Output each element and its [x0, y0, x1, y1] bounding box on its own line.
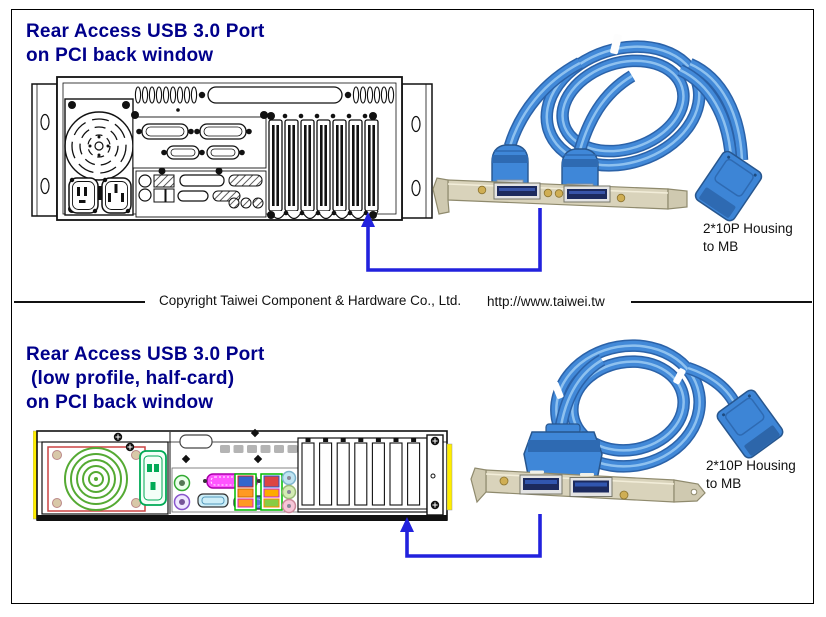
cable-leads: [554, 354, 740, 428]
vga-port: [228, 174, 263, 187]
yellow-rail-right: [446, 443, 453, 511]
bottom-title-line1: Rear Access USB 3.0 Port: [26, 344, 265, 365]
psu: [64, 98, 134, 216]
copyright-text: Copyright Taiwei Component & Hardware Co…: [159, 293, 462, 308]
pci-slot-windows: [297, 437, 428, 513]
bottom-title: Rear Access USB 3.0 Port (low profile, h…: [26, 343, 265, 415]
page-border: [11, 9, 814, 604]
bottom-title-line3: on PCI back window: [26, 392, 214, 413]
chassis-base-strip: [37, 515, 447, 521]
power-inlet-socket: [68, 177, 99, 214]
serial-port: [197, 493, 229, 508]
serial-port: [177, 190, 209, 202]
db25-port: [136, 123, 194, 140]
psu: [41, 441, 169, 515]
divider-line-right: [631, 301, 812, 303]
usb3-lowprofile-bracket-cable-photo: [470, 339, 784, 504]
bottom-cable-label: 2*10P Housing to MB: [706, 457, 796, 493]
top-title-line2: on PCI back window: [26, 45, 214, 66]
bracket-screws: [499, 476, 629, 500]
divider-line-left: [14, 301, 145, 303]
rack-ear-left: [31, 83, 58, 217]
cable-tie: [551, 381, 564, 399]
vent-grid: [220, 445, 325, 453]
audio-jack: [240, 197, 252, 209]
power-inlet: [139, 450, 167, 506]
audio-jack: [228, 197, 240, 209]
db25-port: [194, 123, 252, 140]
ps2-port: [138, 188, 152, 202]
lowprofile-chassis-rear-illustration: [33, 428, 453, 521]
bottom-cable-label-line1: 2*10P Housing: [706, 458, 796, 473]
rackmount-chassis-rear-illustration: [31, 76, 433, 221]
top-pointer-arrow: [361, 208, 542, 272]
cable-coil: [540, 40, 706, 172]
power-outlet-socket: [101, 177, 132, 214]
lan-usb-stack: [260, 473, 283, 511]
io-window-upper: [131, 108, 268, 169]
vent-slots: [134, 86, 395, 104]
top-cable-label-line2: to MB: [703, 239, 739, 254]
cable-tie: [610, 33, 622, 55]
db9-top: [179, 434, 213, 449]
mb-header-connector: [694, 150, 763, 222]
website-url: http://www.taiwei.tw: [487, 294, 605, 309]
voltage-switch: [97, 186, 103, 200]
pci-slot-covers: [267, 112, 379, 220]
lan-usb-stack: [234, 473, 257, 511]
mb-header-connector: [716, 389, 784, 459]
db9-port: [206, 145, 245, 160]
motherboard-io: [171, 428, 325, 514]
audio-jack: [252, 197, 264, 209]
bottom-title-line2: (low profile, half-card): [31, 368, 235, 389]
psu-fan: [64, 447, 128, 511]
ss-marking: [530, 470, 544, 474]
db9-port: [161, 145, 205, 160]
ps2-port: [138, 174, 152, 188]
top-cable-label: 2*10P Housing to MB: [703, 220, 793, 256]
top-title-line1: Rear Access USB 3.0 Port: [26, 21, 265, 42]
cable-leads: [504, 57, 749, 161]
usb3-ports: [519, 470, 613, 497]
bottom-pointer-arrow: [400, 514, 542, 558]
bracket-screws: [477, 185, 626, 203]
top-cable-label-line1: 2*10P Housing: [703, 221, 793, 236]
top-title: Rear Access USB 3.0 Port on PCI back win…: [26, 20, 265, 68]
bottom-cable-label-line2: to MB: [706, 476, 742, 491]
cable-tie: [673, 368, 686, 385]
io-window-lower: [135, 167, 267, 218]
parallel-port: [179, 174, 225, 187]
usb3-dual-port-bracket-cable-photo: [432, 33, 763, 222]
ss-marking: [580, 473, 594, 476]
